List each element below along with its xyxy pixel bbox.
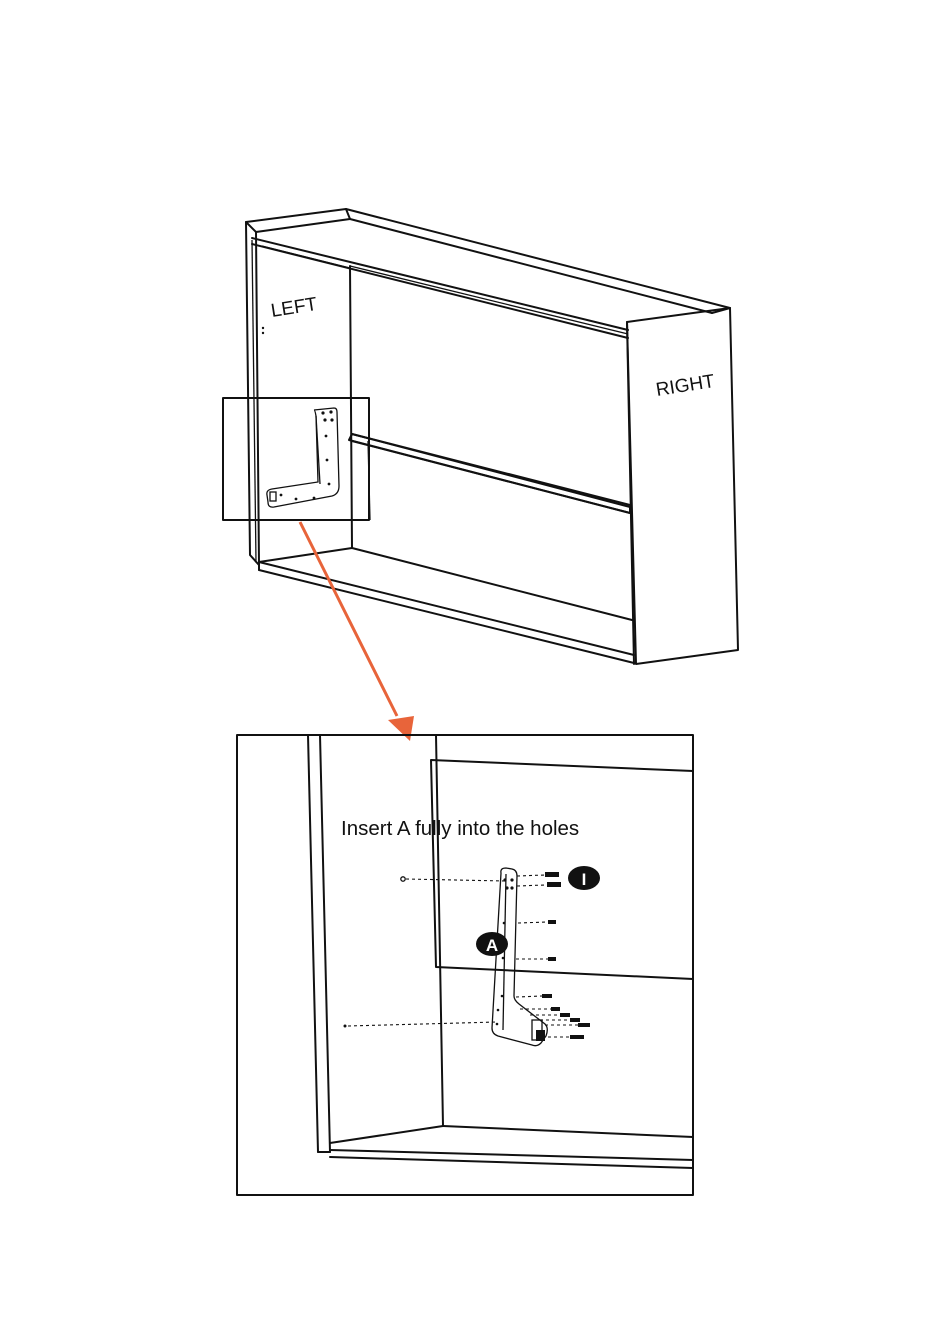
back-panel [350,266,628,548]
part-a-badge-label: A [486,936,498,955]
detail-back-edge [436,735,443,1126]
detail-middle-shelf [431,760,693,979]
detail-left-panel [308,735,330,1152]
middle-shelf [349,434,630,520]
right-label: RIGHT [654,371,716,401]
right-side-panel [627,308,738,664]
left-side-panel [246,209,350,565]
screws-i [516,872,590,1039]
hole-marks [262,327,264,334]
cabinet-overview: LEFT RIGHT [223,209,738,664]
bottom-panel [259,548,634,663]
part-i-badge-label: I [582,870,587,889]
zoom-arrow [300,522,414,741]
left-label: LEFT [269,294,319,322]
part-a-badge: A [476,932,508,956]
zoom-region-box [223,398,369,520]
bracket-small [267,408,339,507]
instruction-text: Insert A fully into the holes [341,817,579,840]
part-i-badge: I [568,866,600,890]
bracket-a [492,868,547,1046]
detail-bottom-shelf [330,1126,693,1168]
detail-view: Insert A fully into the holes [237,735,693,1195]
